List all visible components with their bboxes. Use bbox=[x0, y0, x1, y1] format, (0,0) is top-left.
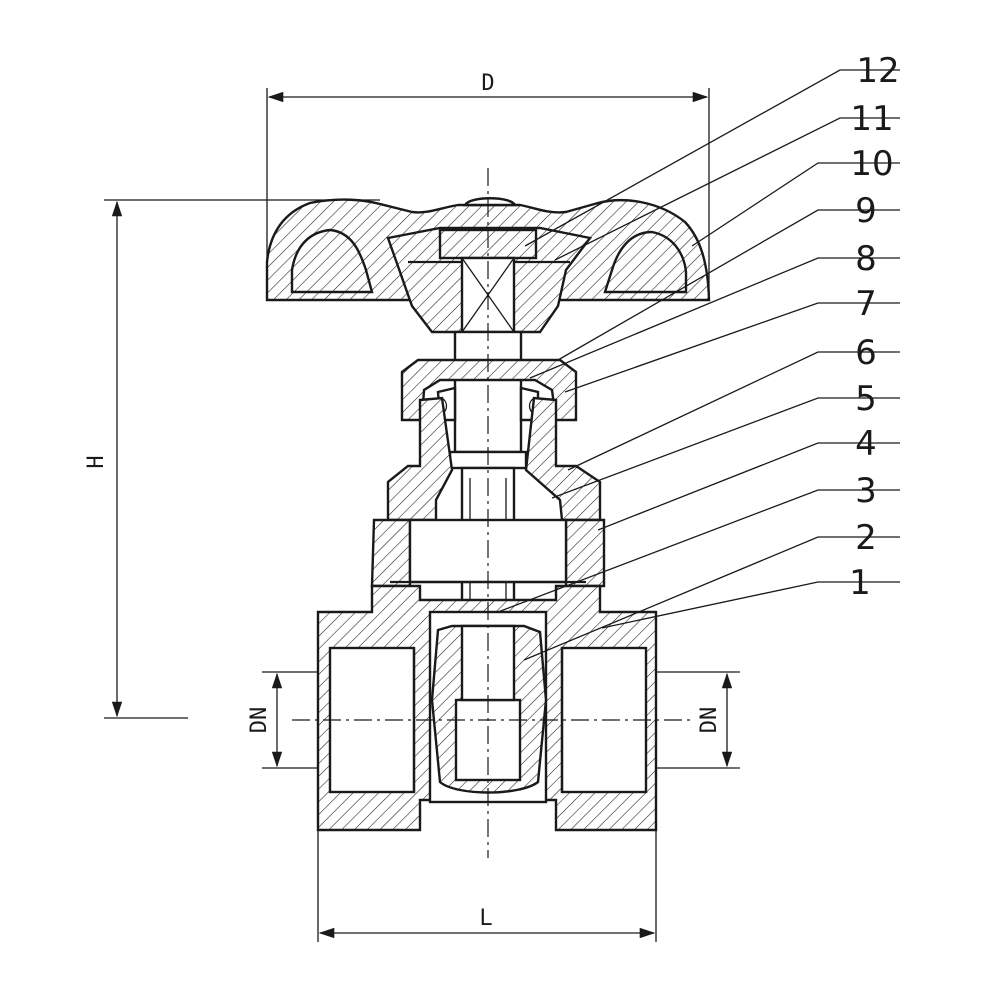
callout-5: 5 bbox=[855, 379, 877, 419]
callout-10: 10 bbox=[850, 144, 893, 184]
dimension-d-label: D bbox=[481, 71, 494, 96]
callout-8: 8 bbox=[855, 239, 877, 279]
callout-6: 6 bbox=[855, 333, 877, 373]
centre-lines bbox=[292, 168, 690, 858]
dimension-dn-right-label: DN bbox=[697, 707, 722, 734]
callout-3: 3 bbox=[855, 471, 877, 511]
callout-7: 7 bbox=[855, 284, 877, 324]
callout-11: 11 bbox=[850, 99, 893, 139]
gate-wedge bbox=[430, 624, 548, 794]
leader-lines bbox=[497, 69, 900, 661]
callout-4: 4 bbox=[855, 424, 877, 464]
callout-numbers: 12 11 10 9 8 7 6 5 4 3 2 1 bbox=[849, 51, 899, 603]
callout-1: 1 bbox=[849, 563, 871, 603]
callout-2: 2 bbox=[855, 518, 877, 558]
dimension-l-label: L bbox=[479, 906, 492, 931]
dimension-l: L bbox=[317, 830, 657, 942]
dimension-dn-left-label: DN bbox=[247, 707, 272, 734]
callout-9: 9 bbox=[855, 191, 877, 231]
dimension-h-label: H bbox=[84, 455, 109, 468]
callout-12: 12 bbox=[856, 51, 899, 91]
